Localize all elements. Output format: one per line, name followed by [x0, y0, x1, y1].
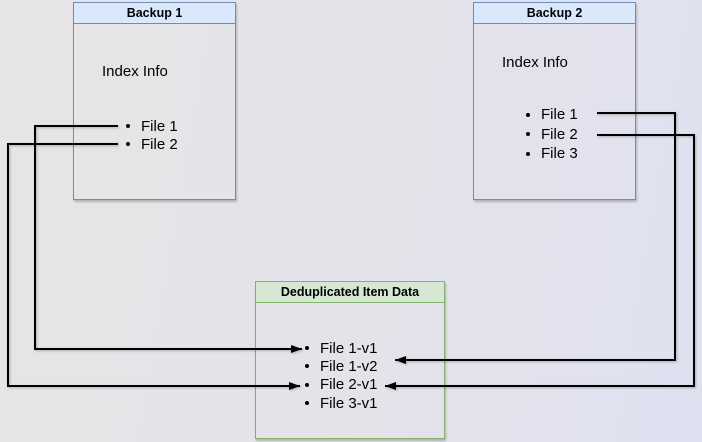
list-item: File 1-v2 — [256, 357, 444, 375]
bullet-icon — [126, 142, 130, 146]
list-item-label: File 2-v1 — [320, 376, 378, 394]
backup2-file-list: File 1 File 2 File 3 — [474, 105, 635, 164]
list-item-label: File 1 — [541, 106, 578, 124]
list-item: File 1-v1 — [256, 339, 444, 357]
list-item: File 3-v1 — [256, 394, 444, 412]
list-item: File 1 — [74, 117, 235, 135]
dedup-box: Deduplicated Item Data File 1-v1 File 1-… — [255, 281, 445, 439]
list-item-label: File 2 — [141, 135, 178, 153]
list-item: File 2-v1 — [256, 376, 444, 394]
bullet-icon — [305, 346, 309, 351]
backup1-box: Backup 1 Index Info File 1 File 2 — [73, 2, 236, 200]
list-item-label: File 3 — [541, 145, 578, 163]
backup2-title: Backup 2 — [474, 3, 635, 24]
backup1-file-list: File 1 File 2 — [74, 117, 235, 153]
list-item: File 1 — [474, 105, 635, 125]
list-item: File 2 — [474, 125, 635, 145]
bullet-icon — [526, 132, 530, 137]
list-item-label: File 2 — [541, 125, 578, 143]
list-item: File 3 — [474, 144, 635, 164]
bullet-icon — [305, 364, 309, 369]
list-item-label: File 3-v1 — [320, 394, 378, 412]
dedup-file-list: File 1-v1 File 1-v2 File 2-v1 File 3-v1 — [256, 339, 444, 412]
bullet-icon — [526, 112, 530, 117]
list-item-label: File 1-v1 — [320, 339, 378, 357]
list-item: File 2 — [74, 135, 235, 153]
list-item-label: File 1-v2 — [320, 357, 378, 375]
backup1-title: Backup 1 — [74, 3, 235, 24]
dedup-title: Deduplicated Item Data — [256, 282, 444, 303]
list-item-label: File 1 — [141, 117, 178, 135]
backup1-index-info-label: Index Info — [102, 63, 168, 80]
backup2-index-info-label: Index Info — [502, 54, 568, 71]
bullet-icon — [305, 382, 309, 387]
bullet-icon — [305, 401, 309, 406]
bullet-icon — [526, 151, 530, 156]
backup2-box: Backup 2 Index Info File 1 File 2 File 3 — [473, 2, 636, 200]
bullet-icon — [126, 124, 130, 128]
